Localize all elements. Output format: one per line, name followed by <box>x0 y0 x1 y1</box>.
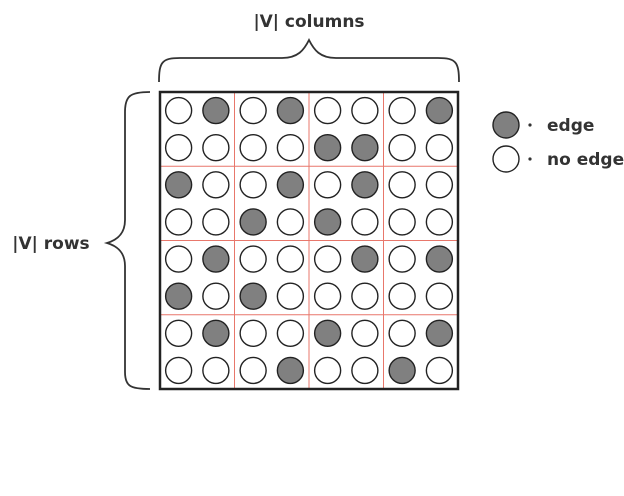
no-edge-cell <box>239 133 267 162</box>
edge-cell <box>202 319 230 348</box>
edge-cell <box>313 319 342 348</box>
no-edge-cell <box>202 208 230 236</box>
edge-cell <box>425 245 454 273</box>
no-edge-cell <box>388 319 416 348</box>
columns-label: |V| columns <box>253 12 364 32</box>
no-edge-cell <box>425 133 454 162</box>
edge-cell <box>351 245 379 273</box>
legend-no-edge-bullet <box>528 157 532 161</box>
legend: edge no edge <box>492 111 624 173</box>
no-edge-cell <box>313 245 342 273</box>
no-edge-cell <box>388 96 416 125</box>
legend-no-edge-swatch <box>492 145 520 173</box>
no-edge-cell <box>313 282 342 310</box>
no-edge-cell <box>313 356 342 385</box>
edge-cell <box>239 208 267 236</box>
rows-brace <box>103 91 151 390</box>
edge-cell <box>351 133 379 162</box>
legend-edge-label: edge <box>547 116 594 136</box>
no-edge-cell <box>164 208 193 236</box>
no-edge-cell <box>425 282 454 310</box>
no-edge-cell <box>202 171 230 199</box>
columns-brace <box>158 37 460 83</box>
no-edge-cell <box>239 96 267 125</box>
no-edge-cell <box>351 96 379 125</box>
no-edge-cell <box>276 245 305 273</box>
no-edge-cell <box>164 245 193 273</box>
no-edge-cell <box>276 133 305 162</box>
no-edge-cell <box>388 208 416 236</box>
no-edge-cell <box>425 171 454 199</box>
no-edge-cell <box>388 245 416 273</box>
no-edge-cell <box>239 245 267 273</box>
edge-cell <box>276 171 305 199</box>
no-edge-cell <box>239 171 267 199</box>
no-edge-cell <box>202 282 230 310</box>
no-edge-cell <box>164 356 193 385</box>
legend-no-edge-label: no edge <box>547 150 624 170</box>
edge-cell <box>164 171 193 199</box>
no-edge-cell <box>202 133 230 162</box>
no-edge-cell <box>351 208 379 236</box>
no-edge-cell <box>388 133 416 162</box>
no-edge-cell <box>313 96 342 125</box>
edge-cell <box>276 356 305 385</box>
edge-cell <box>425 319 454 348</box>
no-edge-cell <box>164 319 193 348</box>
edge-cell <box>388 356 416 385</box>
edge-cell <box>164 282 193 310</box>
legend-no-edge: no edge <box>492 145 624 173</box>
no-edge-cell <box>276 208 305 236</box>
edge-cell <box>313 133 342 162</box>
no-edge-cell <box>351 319 379 348</box>
edge-cell <box>313 208 342 236</box>
no-edge-cell <box>388 282 416 310</box>
edge-cell <box>276 96 305 125</box>
no-edge-cell <box>351 282 379 310</box>
edge-cell <box>239 282 267 310</box>
rows-label: |V| rows <box>12 234 89 254</box>
edge-cell <box>202 96 230 125</box>
block-dividers <box>160 92 458 389</box>
no-edge-cell <box>276 319 305 348</box>
no-edge-cell <box>202 356 230 385</box>
no-edge-cell <box>425 356 454 385</box>
edge-cell <box>202 245 230 273</box>
edge-cell <box>351 171 379 199</box>
no-edge-cell <box>425 208 454 236</box>
matrix-frame <box>158 90 460 391</box>
no-edge-cell <box>313 171 342 199</box>
no-edge-cell <box>164 96 193 125</box>
no-edge-cell <box>239 356 267 385</box>
no-edge-cell <box>276 282 305 310</box>
edge-cell <box>425 96 454 125</box>
matrix-cells <box>164 96 454 385</box>
legend-edge-swatch <box>492 111 520 139</box>
no-edge-cell <box>239 319 267 348</box>
no-edge-cell <box>351 356 379 385</box>
no-edge-cell <box>388 171 416 199</box>
legend-edge: edge <box>492 111 594 139</box>
no-edge-cell <box>164 133 193 162</box>
legend-edge-bullet <box>528 123 532 127</box>
